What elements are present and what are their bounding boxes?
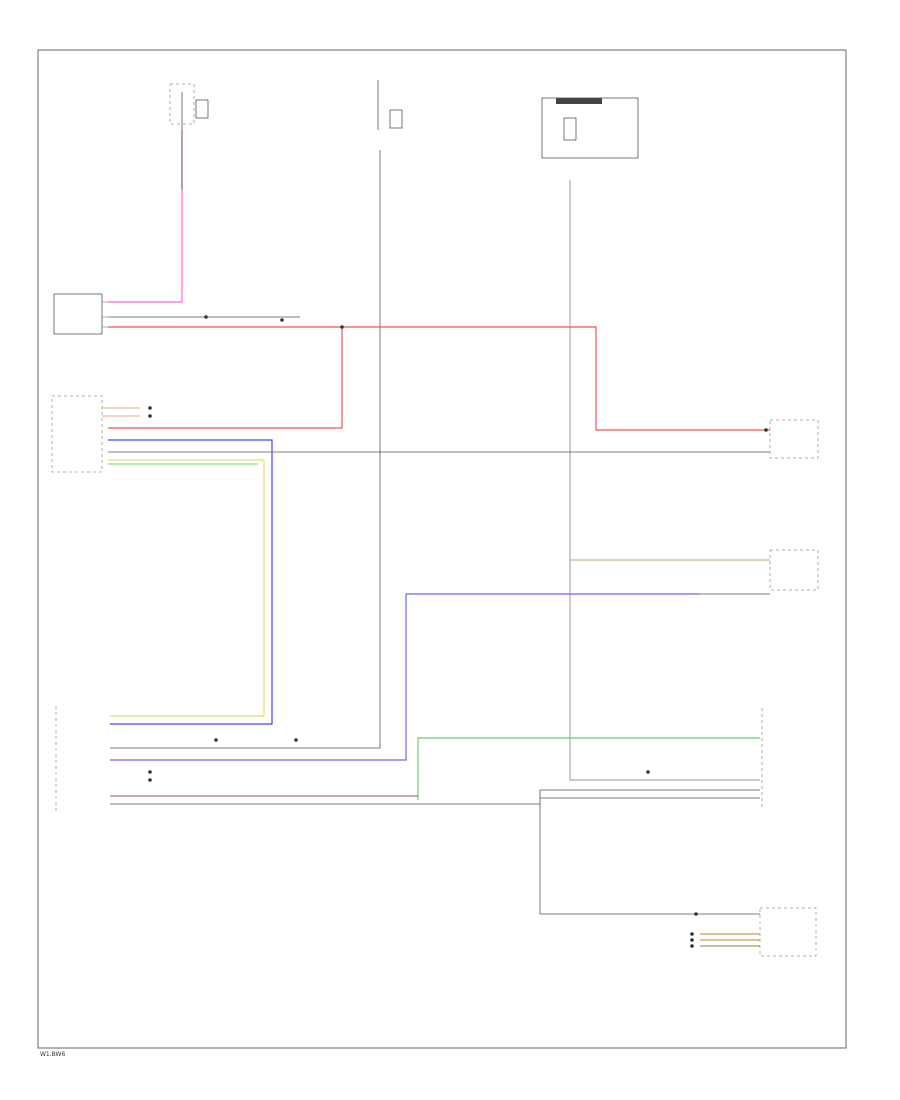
fuse-icon [563, 117, 577, 141]
connector-right-top [769, 419, 819, 459]
wire-gray-right [569, 180, 760, 781]
wire-black-center [110, 150, 381, 749]
wire-yellow [108, 459, 265, 717]
module-top-left [53, 293, 103, 335]
wire-blue-2 [110, 593, 700, 761]
splice-dot-icon [148, 315, 768, 948]
wire-green-2 [417, 737, 760, 800]
connector-right-mid [769, 549, 819, 591]
fuse-box-left [169, 83, 209, 130]
connector-right-bottom [759, 907, 817, 957]
fuse-box-right [541, 97, 639, 159]
fuse-icon [195, 99, 209, 119]
footer-code: W1.BW6 [40, 1051, 65, 1058]
wire-red [108, 326, 770, 431]
fuse-box-center [377, 80, 403, 130]
wire-black-bottom [110, 789, 760, 805]
fuse-icon [389, 109, 403, 129]
wire-pink [108, 130, 183, 303]
connector-pins-left [102, 301, 140, 417]
connector-pins-bottom-right [700, 933, 760, 947]
wire-red-2 [108, 327, 343, 429]
wire-blue-1 [108, 439, 273, 725]
diagram-border [37, 49, 847, 1049]
module-engine-control [51, 395, 103, 473]
